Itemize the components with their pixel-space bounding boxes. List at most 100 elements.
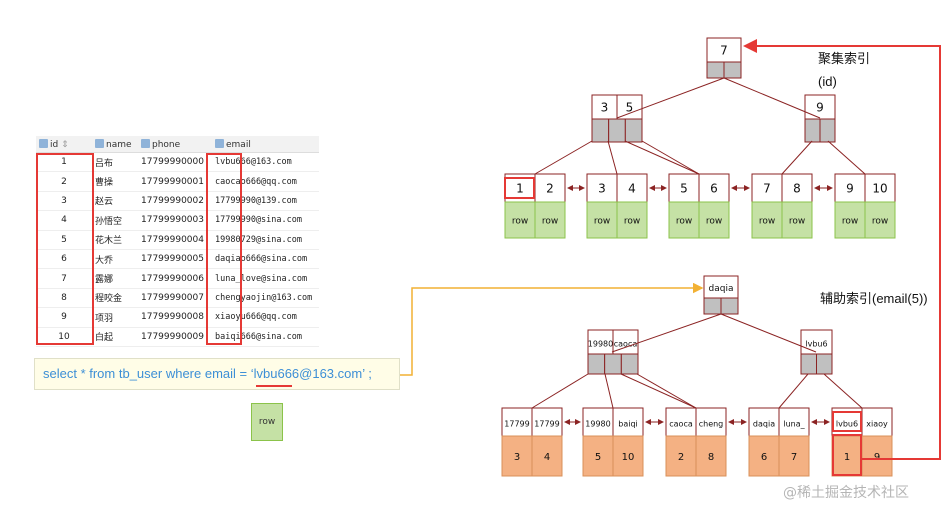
- clustered-leaf-2-data: [668, 201, 700, 239]
- secondary-root-pointer: [703, 297, 722, 315]
- secondary-leaf-4-data-label: 9: [874, 452, 880, 463]
- tree-edge: [778, 373, 809, 409]
- secondary-leaf-1-data-label: 10: [622, 452, 635, 463]
- secondary-root-key-label: daqia: [709, 284, 734, 294]
- secondary-leaf-3-data: [778, 435, 810, 477]
- secondary-leaf-3-key-label: daqia: [753, 419, 775, 428]
- clustered-leaf-1-data: [586, 201, 618, 239]
- table-cell-name: 花木兰: [92, 230, 138, 250]
- sort-icon[interactable]: ⇕: [61, 139, 69, 150]
- tree-edge: [823, 373, 863, 409]
- secondary-leaf-0-data: [501, 435, 533, 477]
- secondary-l2-left-pointer: [604, 353, 622, 375]
- secondary-l2-left-pointer: [587, 353, 606, 375]
- table-cell-email: caocao666@qq.com: [212, 171, 319, 192]
- table-cell-name: 曹操: [92, 171, 138, 192]
- clustered-leaf-2-data: [698, 201, 730, 239]
- secondary-leaf-3-data-label: 7: [791, 452, 797, 463]
- secondary-leaf-0-key-label: 17799: [504, 419, 529, 428]
- column-icon: [141, 138, 150, 148]
- table-cell-email: 17799990@139.com: [212, 191, 319, 212]
- row-result: row: [251, 403, 283, 441]
- table-cell-phone: 17799990005: [138, 249, 212, 270]
- table-cell-phone: 17799990001: [138, 171, 212, 192]
- secondary-leaf-1-data: [612, 435, 644, 477]
- table-cell-name: 孙悟空: [92, 210, 138, 231]
- secondary-leaf-2-key: [695, 407, 727, 437]
- tree-edge: [636, 373, 697, 409]
- table-cell-phone: 17799990006: [138, 268, 212, 289]
- secondary-leaf-4-key-label: xiaoy: [866, 419, 888, 428]
- clustered-leaf-4-data-label: row: [872, 217, 888, 227]
- table-cell-id: 6: [36, 249, 92, 270]
- table-cell-phone: 17799990002: [138, 191, 212, 212]
- secondary-leaf-1-data: [582, 435, 614, 477]
- table-cell-id: 7: [36, 268, 92, 289]
- secondary-leaf-4-key-label: lvbu6: [836, 419, 858, 428]
- clustered-root-key: [706, 37, 742, 63]
- table-cell-name: 露娜: [92, 268, 138, 289]
- tree-edge: [827, 140, 866, 175]
- table-cell-phone: 17799990009: [138, 327, 212, 347]
- clustered-leaf-3-data: [751, 201, 783, 239]
- column-icon: [215, 138, 224, 148]
- clustered-leaf-4-data-label: row: [842, 217, 858, 227]
- clustered-leaf-3-data-label: row: [789, 217, 805, 227]
- clustered-leaf-0-data: [534, 201, 566, 239]
- table-cell-name: 大乔: [92, 249, 138, 270]
- secondary-leaf-2-key-label: cheng: [699, 419, 724, 428]
- clustered-leaf-3-data-label: row: [759, 217, 775, 227]
- column-icon: [95, 138, 104, 148]
- table-cell-email: luna_love@sina.com: [212, 268, 319, 289]
- secondary-leaf-2-data-label: 8: [708, 452, 714, 463]
- secondary-l2-right-pointer: [800, 353, 817, 375]
- secondary-leaf-0-key: [531, 407, 563, 437]
- clustered-leaf-3-key-label: 7: [763, 181, 771, 195]
- secondary-leaf-2-data-label: 2: [678, 452, 684, 463]
- clustered-leaf-3-data: [781, 201, 813, 239]
- table-cell-name: 白起: [92, 327, 138, 347]
- tree-edge: [781, 140, 813, 175]
- clustered-root-pointer: [706, 61, 725, 79]
- column-header-phone[interactable]: phone: [138, 136, 212, 153]
- secondary-leaf-1-data-label: 5: [595, 452, 601, 463]
- clustered-leaf-1-data-label: row: [594, 217, 610, 227]
- query-arrow: [400, 282, 704, 376]
- secondary-key-highlight: [832, 411, 862, 432]
- clustered-l2-left-key-label: 3: [601, 100, 609, 114]
- tree-edge: [611, 313, 722, 353]
- column-header-name[interactable]: name: [92, 136, 138, 153]
- table-lookup-arrow: [743, 39, 941, 460]
- table-cell-name: 项羽: [92, 307, 138, 328]
- clustered-l2-right-key-label: 9: [816, 100, 824, 114]
- clustered-leaf-1-key: [616, 173, 648, 203]
- clustered-leaf-2-data-label: row: [706, 217, 722, 227]
- column-header-id[interactable]: id ⇕: [36, 136, 92, 153]
- secondary-leaf-2-data: [695, 435, 727, 477]
- secondary-leaf-2-key-label: caoca: [669, 419, 693, 428]
- column-header-email[interactable]: email: [212, 136, 319, 153]
- table-cell-phone: 17799990004: [138, 230, 212, 250]
- clustered-leaf-2-key-label: 5: [680, 181, 688, 195]
- column-key-icon: [39, 138, 48, 148]
- clustered-l2-left-key: [616, 94, 643, 120]
- tree-edge: [531, 373, 589, 409]
- secondary-index-title: 辅助索引(email(5)): [820, 291, 928, 306]
- secondary-leaf-0-data-label: 3: [514, 452, 520, 463]
- tree-edge: [616, 77, 725, 119]
- clustered-leaf-0-data-label: row: [542, 217, 558, 227]
- secondary-leaf-0-data-label: 4: [544, 452, 550, 463]
- secondary-leaf-1-key: [612, 407, 644, 437]
- secondary-leaf-2-data: [665, 435, 697, 477]
- tree-edge: [604, 373, 614, 409]
